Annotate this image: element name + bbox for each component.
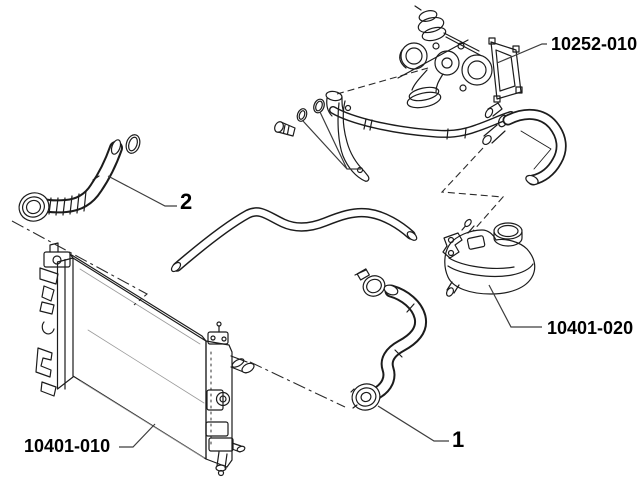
- leader-o-rings: [302, 111, 361, 170]
- leader-hose1: [377, 405, 449, 442]
- pipe-end-fittings: [482, 102, 509, 146]
- leader-hose2: [107, 175, 177, 207]
- lower-hose-drawing: [350, 268, 428, 411]
- hose2-connector: [18, 192, 50, 222]
- tank-bracket: [442, 232, 463, 259]
- part-number-expansion-tank: 10401-020: [547, 318, 633, 338]
- alignment-pipe-tank: [440, 147, 505, 232]
- radiator-top-bracket: [39, 242, 71, 302]
- radiator-right-tank: [205, 321, 255, 477]
- wastegate-actuator: [414, 5, 481, 56]
- leader-lines: [107, 43, 547, 448]
- pipe-bracket: [337, 100, 370, 182]
- leader-radiator: [119, 423, 156, 448]
- alignment-radiator-hose1: [249, 361, 346, 408]
- callout-hose2: 2: [180, 189, 192, 214]
- leader-turbocharger: [496, 43, 547, 64]
- coolant-pipe-assembly-drawing: [274, 90, 567, 186]
- callout-hose1: 1: [452, 427, 464, 452]
- part-number-radiator: 10401-010: [24, 436, 110, 456]
- alignment-pipe-turbo: [336, 67, 429, 95]
- hose1-connector: [350, 383, 381, 411]
- alignment-lines: [11, 67, 505, 408]
- radiator-drawing: [35, 242, 255, 477]
- pipe-o-rings: [296, 98, 325, 122]
- alignment-hose2-radiator: [11, 220, 148, 306]
- upper-hose-drawing: [18, 134, 141, 222]
- part-number-turbocharger: 10252-010: [551, 34, 637, 54]
- hose2-o-ring: [125, 134, 141, 154]
- leader-expansion-tank: [488, 284, 542, 328]
- turbocharger-drawing: [397, 5, 523, 109]
- pipe-bolt: [274, 121, 296, 137]
- radiator-left-clips: [35, 301, 57, 397]
- radiator-inlet-pipe: [230, 355, 255, 374]
- expansion-tank-drawing: [442, 218, 536, 297]
- middle-hose-drawing: [170, 207, 418, 273]
- hose1-clamp: [354, 268, 386, 297]
